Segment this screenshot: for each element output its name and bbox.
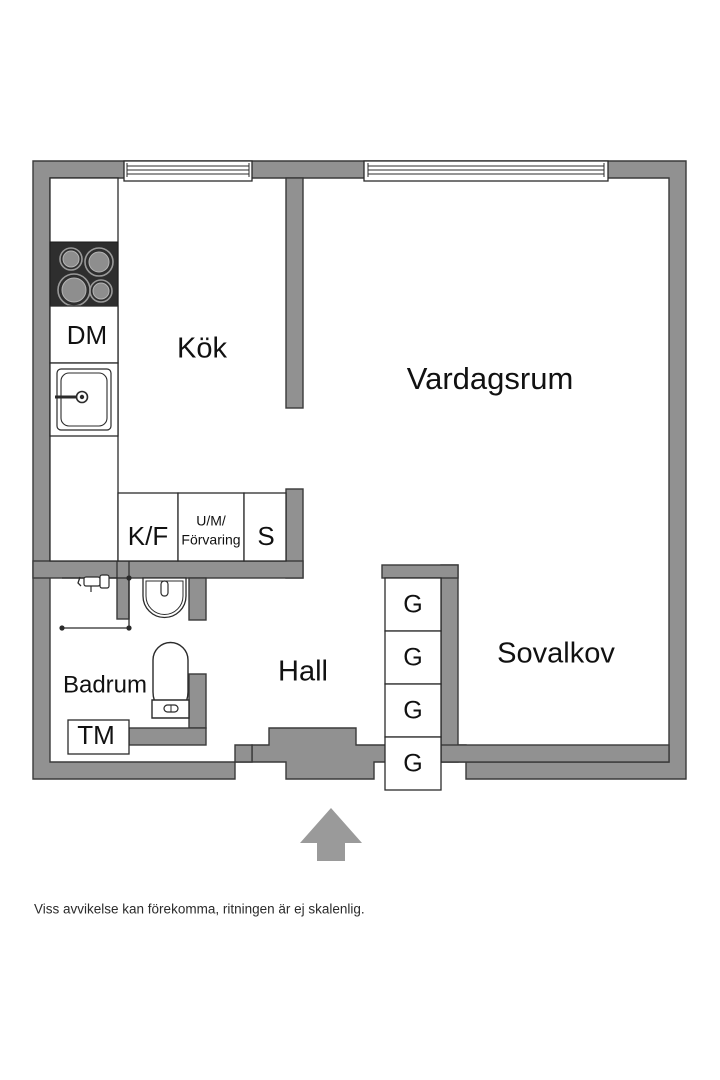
window-kitchen [123, 160, 253, 182]
wardrobe-label-3: G [403, 697, 422, 725]
wall-bathroom-basin-right [188, 577, 207, 621]
windows-group [123, 160, 609, 182]
shower-mixer-icon [77, 574, 110, 592]
window-living-room [363, 160, 609, 182]
wardrobe-label-2: G [403, 644, 422, 672]
storage-kf-box [117, 492, 179, 562]
entrance-arrow-icon [300, 808, 362, 861]
stove-cooktop [49, 241, 119, 307]
wall-bathroom-lower-vertical [188, 673, 207, 729]
room-label-badrum: Badrum [63, 671, 147, 698]
wardrobe-label-1: G [403, 591, 422, 619]
room-label-vardagsrum: Vardagsrum [407, 361, 574, 396]
wall-sovalkov-bottom-horizontal [440, 744, 670, 763]
wall-structure [32, 160, 687, 780]
plan-text-labels: Kök Vardagsrum Hall Sovalkov Badrum DM T… [34, 320, 615, 917]
appliance-label-dm: DM [67, 320, 107, 350]
room-label-sovalkov: Sovalkov [497, 638, 615, 670]
wardrobe-box-1 [384, 577, 442, 632]
dishwasher-box [49, 305, 119, 364]
wash-basin [142, 577, 187, 619]
wall-wardrobe-top-cap [381, 564, 459, 579]
wall-bathroom-bottom-horizontal [128, 727, 207, 746]
kitchen-sink [49, 362, 119, 437]
shower-area [59, 574, 132, 631]
wall-bathroom-upper-vertical [116, 560, 130, 620]
storage-label-um-line1: U/M/ [196, 513, 226, 529]
wardrobe-label-4: G [403, 750, 422, 778]
storage-label-kf: K/F [128, 521, 168, 551]
storage-label-um-line2: Förvaring [181, 532, 240, 548]
appliance-label-tm: TM [77, 720, 115, 750]
wall-wardrobe-right-vertical [440, 564, 459, 763]
room-label-hall: Hall [278, 656, 328, 688]
wall-bottom-step-left [234, 744, 253, 763]
storage-s-box [243, 492, 287, 562]
wardrobe-box-4 [384, 736, 442, 791]
storage-um-forvaring-box [177, 492, 245, 562]
storage-row [117, 492, 287, 562]
room-label-kok: Kök [177, 333, 227, 365]
washing-machine-box [67, 719, 130, 755]
wardrobe-box-2 [384, 630, 442, 685]
wall-storage-bottom-horizontal [32, 560, 304, 579]
storage-label-s: S [257, 521, 274, 551]
toilet [151, 641, 190, 719]
wardrobe-stack [384, 577, 442, 791]
wall-kitchen-living-divider [285, 177, 304, 409]
kitchen-counter-run [49, 177, 119, 562]
bathroom-fixtures [59, 574, 190, 755]
disclaimer-note: Viss avvikelse kan förekomma, ritningen … [34, 902, 365, 917]
